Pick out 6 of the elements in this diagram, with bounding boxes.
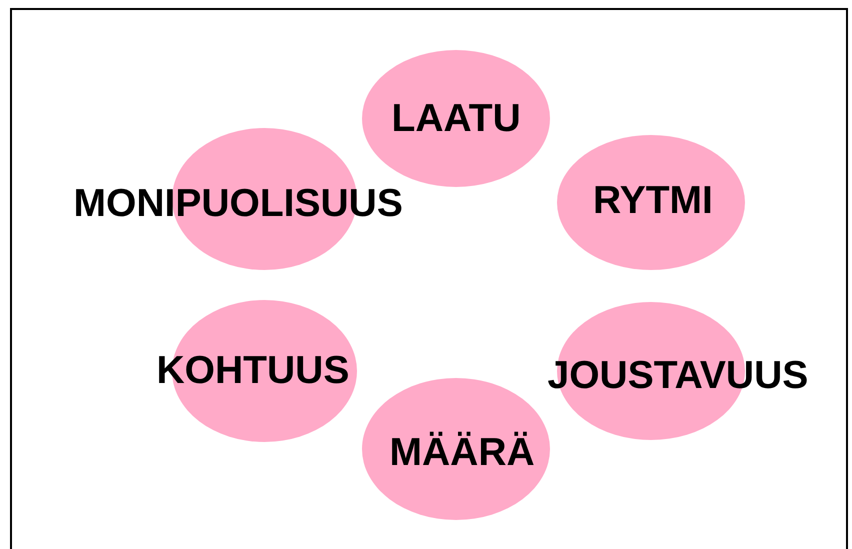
node-label: MÄÄRÄ [390,432,535,472]
node-label: JOUSTAVUUS [548,356,808,394]
node-label: MONIPUOLISUUS [74,184,403,222]
node-label: KOHTUUS [156,350,350,390]
node-label: RYTMI [593,180,713,220]
node-label: LAATU [392,98,521,138]
